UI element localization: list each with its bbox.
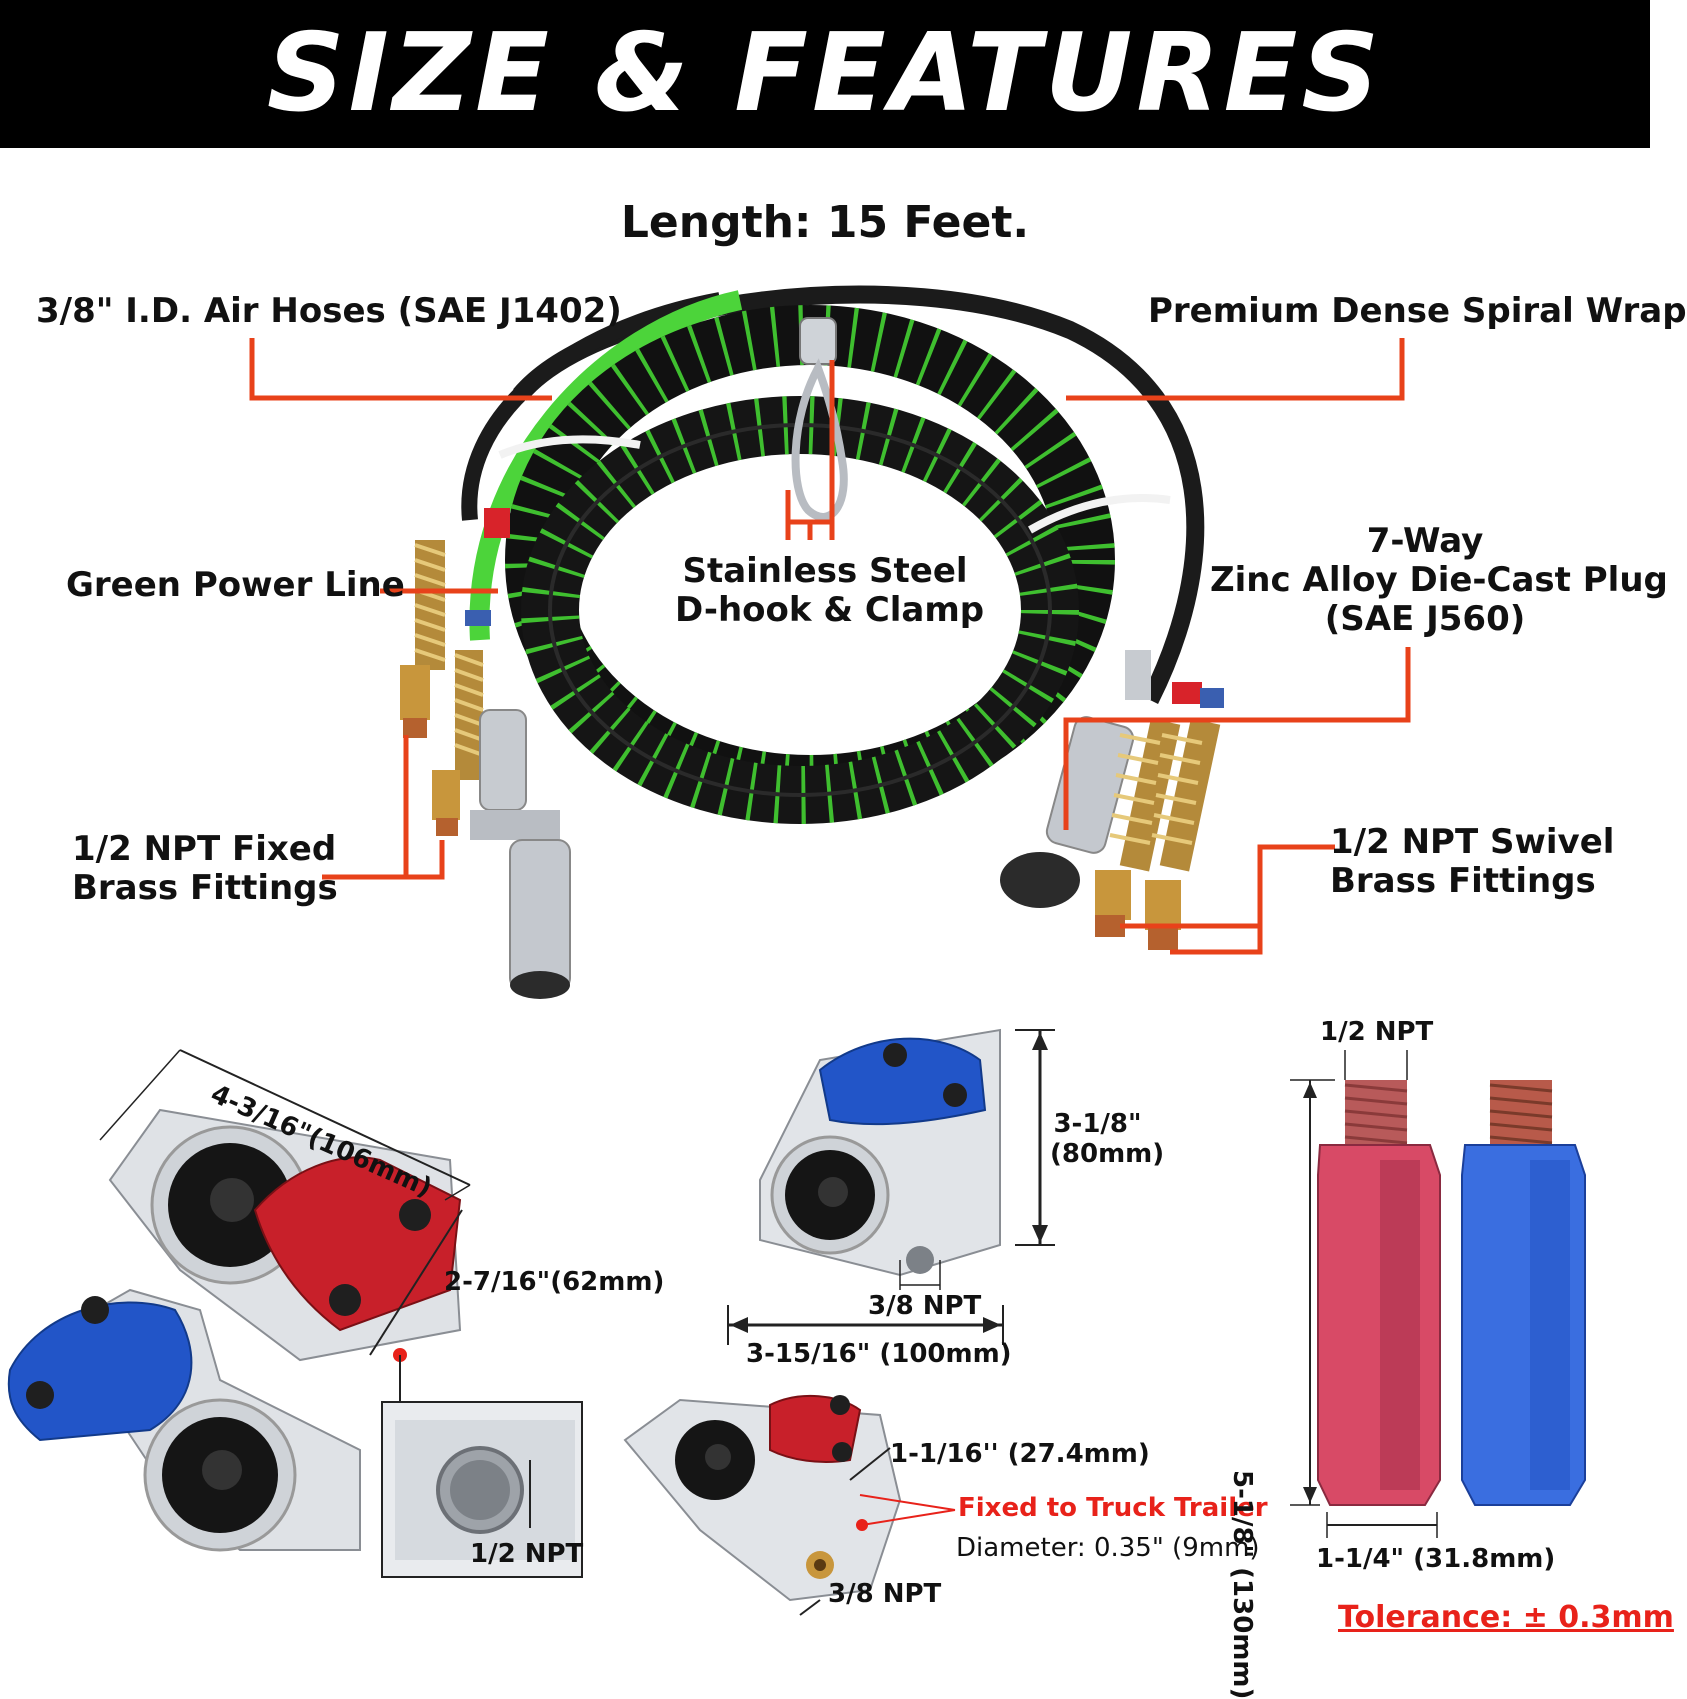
dhook-label-line2: D-hook & Clamp bbox=[675, 590, 985, 631]
page-title: SIZE & FEATURES bbox=[266, 11, 1384, 136]
fixed-note-label: Fixed to Truck Trailer bbox=[958, 1493, 1268, 1523]
swivel-fittings-line2: Brass Fittings bbox=[1330, 861, 1596, 902]
length-label: Length: 15 Feet. bbox=[620, 197, 1030, 248]
swivel-fittings-line1: 1/2 NPT Swivel bbox=[1330, 822, 1615, 862]
swivel-fittings-label: 1/2 NPT Swivel Brass Fittings bbox=[1330, 822, 1615, 902]
header-banner bbox=[0, 0, 1650, 148]
plug-label: 7-Way Zinc Alloy Die-Cast Plug (SAE J560… bbox=[1210, 521, 1668, 640]
gladhand-height-line1: 3-1/8" bbox=[1053, 1109, 1142, 1139]
gladhand-front-illustration bbox=[727, 1028, 1055, 1345]
filter-width-label: 1-1/4" (31.8mm) bbox=[1316, 1544, 1556, 1574]
dhook-label-line1: Stainless Steel bbox=[682, 551, 968, 591]
bottom-port-label: 3/8 NPT bbox=[828, 1579, 942, 1609]
hole-spacing-label: 1-1/16'' (27.4mm) bbox=[890, 1439, 1150, 1469]
dhook-label: Stainless Steel D-hook & Clamp bbox=[675, 551, 985, 631]
plug-label-line1: 7-Way bbox=[1366, 521, 1484, 561]
front-port-label: 3/8 NPT bbox=[868, 1291, 982, 1321]
filter-length-label: 5-1/8" (130mm) bbox=[1227, 1470, 1257, 1699]
plug-label-line3: (SAE J560) bbox=[1324, 599, 1526, 640]
fixed-fittings-line2: Brass Fittings bbox=[72, 868, 338, 909]
product-illustration bbox=[7, 285, 1586, 1616]
fixed-fittings-line1: 1/2 NPT Fixed bbox=[72, 829, 337, 869]
gladhand-height-label: 3-1/8" (80mm) bbox=[1050, 1109, 1165, 1170]
gladhand-width-label: 2-7/16"(62mm) bbox=[444, 1267, 665, 1297]
tolerance-label: Tolerance: ± 0.3mm bbox=[1338, 1600, 1674, 1635]
filter-thread-label: 1/2 NPT bbox=[1320, 1017, 1434, 1047]
fixed-fittings-label: 1/2 NPT Fixed Brass Fittings bbox=[72, 829, 338, 909]
callout-leaders bbox=[249, 338, 1411, 955]
plug-label-line2: Zinc Alloy Die-Cast Plug bbox=[1210, 560, 1668, 601]
gladhand-pair-illustration bbox=[7, 1049, 583, 1578]
inline-filters-illustration bbox=[1290, 1050, 1586, 1538]
air-hoses-label: 3/8" I.D. Air Hoses (SAE J1402) bbox=[36, 291, 622, 331]
spiral-wrap-label: Premium Dense Spiral Wrap bbox=[1148, 291, 1687, 331]
coiled-hose-illustration bbox=[400, 285, 1224, 999]
gladhand-height-line2: (80mm) bbox=[1050, 1138, 1165, 1169]
diameter-note-label: Diameter: 0.35" (9mm) bbox=[956, 1533, 1260, 1563]
gladhand-bottom-illustration bbox=[623, 1394, 956, 1616]
front-width-label: 3-15/16" (100mm) bbox=[746, 1339, 1012, 1369]
power-line-label: Green Power Line bbox=[66, 565, 405, 605]
inset-port-label: 1/2 NPT bbox=[470, 1539, 584, 1569]
